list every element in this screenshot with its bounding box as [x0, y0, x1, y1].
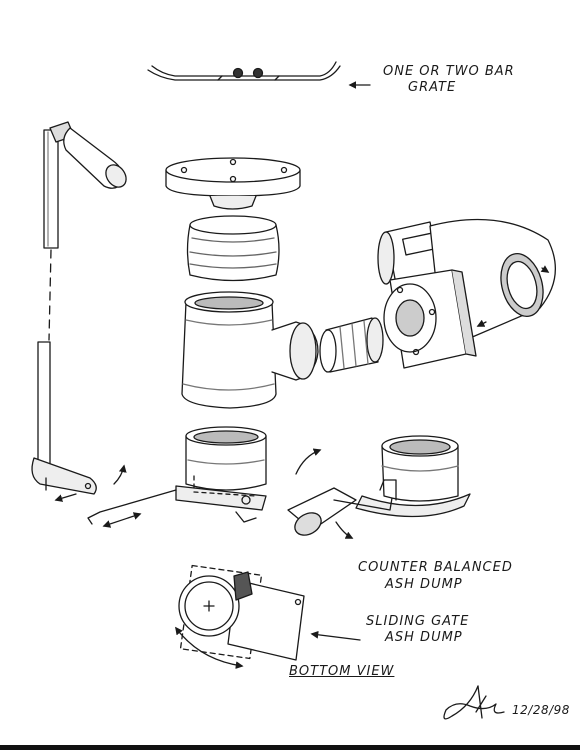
- label-counter-balanced-line1: COUNTER BALANCED: [358, 560, 513, 575]
- sliding-gate-ash-dump: [87, 426, 267, 528]
- label-grate-line1: ONE OR TWO BAR: [383, 64, 515, 79]
- side-nipple: [319, 317, 384, 373]
- pipe-nipple: [186, 215, 280, 282]
- bottom-border-rule: [0, 745, 580, 750]
- label-sliding-gate-line2: ASH DUMP: [385, 630, 463, 645]
- blower-fan: [377, 218, 556, 369]
- label-bottom-view: BOTTOM VIEW: [289, 664, 395, 679]
- label-sliding-gate-line1: SLIDING GATE: [366, 614, 470, 629]
- shaker-handle-rod: [31, 121, 127, 502]
- label-grate-line2: GRATE: [408, 80, 457, 95]
- artist-signature: [443, 685, 505, 720]
- bottom-view-sketch: [175, 564, 361, 669]
- sketch-date: 12/28/98: [512, 703, 570, 717]
- counter-balanced-ash-dump: [287, 435, 471, 539]
- pipe-tee: [181, 291, 319, 409]
- label-counter-balanced-line2: ASH DUMP: [385, 577, 463, 592]
- top-flange: [165, 157, 301, 210]
- grate-section: [147, 61, 371, 89]
